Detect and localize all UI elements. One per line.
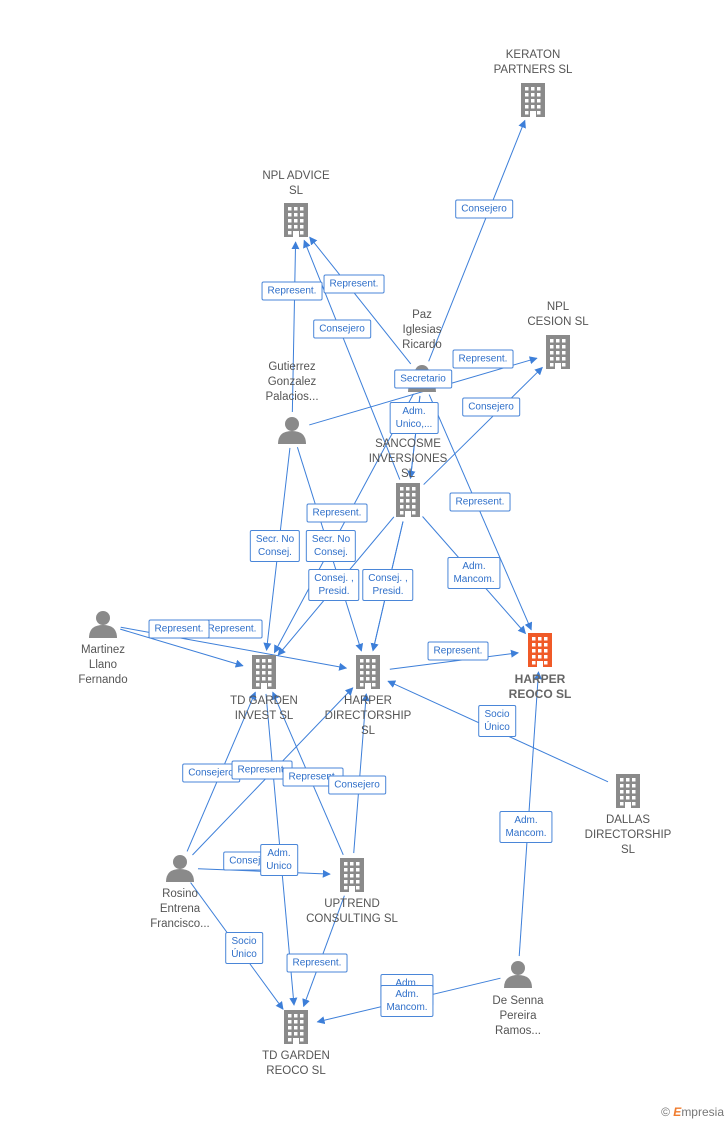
node-label-keraton[interactable]: KERATON PARTNERS SL	[493, 49, 573, 76]
edge-label-paz-keraton[interactable]: Consejero	[455, 199, 513, 219]
building-icon-npl_cesion[interactable]	[546, 335, 570, 369]
edge-line-uptrend-harper_directorship	[353, 693, 370, 854]
edge-label-gutierrez-td_garden_invest[interactable]: Secr. No Consej.	[249, 530, 301, 562]
building-icon-td_garden_invest[interactable]	[252, 655, 276, 689]
edge-label-martinez-td_garden_invest[interactable]: Represent.	[148, 619, 210, 639]
building-icon-uptrend[interactable]	[340, 858, 364, 892]
edge-label-uptrend-td_garden_invest[interactable]: Consejero	[328, 775, 386, 795]
edge-label-sancosme-td_garden_invest[interactable]: Consej. , Presid.	[308, 569, 360, 601]
edge-label-sancosme-harper_reoco[interactable]: Adm. Mancom.	[447, 557, 501, 589]
edge-line-uptrend-td_garden_reoco	[302, 895, 345, 1008]
edge-line-gutierrez-npl_advice	[291, 241, 300, 413]
edge-line-harper_directorship-harper_reoco	[389, 649, 519, 670]
edge-line-paz-npl_advice	[309, 236, 412, 365]
edge-label-desenna-harper_reoco[interactable]: Adm. Mancom.	[499, 811, 553, 843]
edge-label-gutierrez-npl_cesion[interactable]: Represent.	[452, 349, 514, 369]
edge-label-sancosme-harper_directorship[interactable]: Represent.	[306, 503, 368, 523]
edge-label-paz-npl_advice[interactable]: Represent.	[323, 274, 385, 294]
node-label-harper_directorship[interactable]: HARPER DIRECTORSHIP SL	[324, 695, 412, 737]
edge-label-desenna-td_garden_reoco[interactable]: Adm. Mancom.	[380, 984, 434, 1017]
edge-line-paz-harper_reoco	[428, 394, 533, 631]
person-icon-rosino[interactable]	[166, 855, 194, 882]
person-icon-desenna[interactable]	[504, 961, 532, 988]
edge-label-sancosme-npl_cesion[interactable]: Consejero	[462, 397, 520, 417]
person-icon-martinez[interactable]	[89, 611, 117, 638]
node-label-sancosme[interactable]: SANCOSME INVERSIONES SL	[368, 438, 448, 480]
edge-label-paz-harper_reoco[interactable]: Represent.	[449, 492, 511, 512]
edge-label-sancosme-npl_advice[interactable]: Consejero	[313, 319, 371, 339]
empresia-logo: © Empresia	[661, 1105, 724, 1119]
node-label-dallas[interactable]: DALLAS DIRECTORSHIP SL	[584, 814, 672, 856]
edge-label-paz-sancosme[interactable]: Adm. Unico,...	[389, 402, 439, 434]
edge-label-paz-td_garden_invest[interactable]: Represent.	[201, 619, 263, 639]
edge-label-td_garden_invest-td_garden_reoco[interactable]: Socio Único	[225, 932, 263, 964]
node-label-martinez[interactable]: Martinez Llano Fernando	[78, 644, 128, 686]
building-icon-harper_directorship[interactable]	[356, 655, 380, 689]
building-icon-harper_reoco[interactable]	[528, 633, 552, 667]
person-icon-gutierrez[interactable]	[278, 417, 306, 444]
building-icon-dallas[interactable]	[616, 774, 640, 808]
node-label-uptrend[interactable]: UPTREND CONSULTING SL	[306, 898, 398, 925]
edge-label-rosino-td_garden_reoco[interactable]: Represent.	[286, 953, 348, 973]
node-label-gutierrez[interactable]: Gutierrez Gonzalez Palacios...	[265, 361, 319, 403]
building-icon-npl_advice[interactable]	[284, 203, 308, 237]
node-label-paz[interactable]: Paz Iglesias Ricardo	[402, 309, 442, 351]
edge-label-gutierrez-harper_directorship[interactable]: Secr. No Consej.	[305, 530, 357, 562]
edge-line-martinez-td_garden_invest	[120, 628, 244, 668]
building-icon-sancosme[interactable]	[396, 483, 420, 517]
node-label-npl_advice[interactable]: NPL ADVICE SL	[262, 170, 330, 197]
building-icon-td_garden_reoco[interactable]	[284, 1010, 308, 1044]
node-label-td_garden_invest[interactable]: TD GARDEN INVEST SL	[230, 695, 298, 722]
edge-label-martinez-harper_directorship[interactable]: Represent.	[427, 641, 489, 661]
edge-line-sancosme-npl_advice	[303, 239, 401, 480]
edge-line-paz-td_garden_invest	[273, 393, 414, 654]
building-icon-keraton[interactable]	[521, 83, 545, 117]
node-label-desenna[interactable]: De Senna Pereira Ramos...	[492, 995, 544, 1037]
node-label-td_garden_reoco[interactable]: TD GARDEN REOCO SL	[262, 1050, 330, 1077]
node-label-harper_reoco[interactable]: HARPER REOCO SL	[508, 672, 572, 701]
edge-label-gutierrez-npl_advice[interactable]: Represent.	[261, 281, 323, 301]
edge-label-harper_directorship-harper_reoco[interactable]: Socio Único	[478, 705, 516, 737]
edge-label-sancosme-harper_directorship[interactable]: Consej. , Presid.	[362, 569, 414, 601]
node-label-rosino[interactable]: Rosino Entrena Francisco...	[150, 888, 210, 930]
edge-line-paz-keraton	[428, 119, 526, 362]
edge-label-paz-sancosme[interactable]: Secretario	[394, 369, 452, 389]
node-label-npl_cesion[interactable]: NPL CESION SL	[527, 301, 589, 328]
edge-label-rosino-uptrend[interactable]: Adm. Unico	[260, 844, 298, 876]
edge-line-sancosme-npl_cesion	[423, 366, 543, 485]
